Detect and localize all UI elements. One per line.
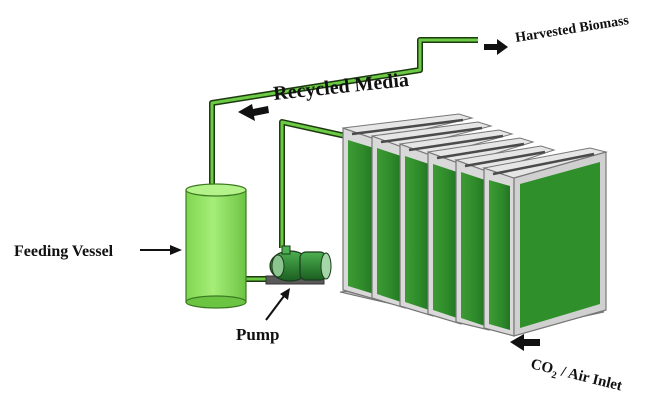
recycled-media-arrow	[238, 104, 269, 121]
co2-subscript: 2	[550, 370, 558, 382]
reactor-panel	[482, 147, 608, 337]
reactor-panel	[454, 145, 556, 331]
harvested-biomass-arrow	[484, 39, 508, 55]
reactor-panel	[371, 121, 493, 309]
co2-text: CO	[529, 356, 555, 377]
reactor-panel	[427, 137, 535, 325]
recycled-media-label: Recycled Media	[272, 69, 410, 105]
reactor-panel	[342, 113, 474, 301]
air-inlet-text: / Air Inlet	[556, 363, 624, 394]
flat-panel-photobioreactor	[339, 113, 608, 337]
co2-inlet-arrow	[510, 334, 540, 351]
co2-air-inlet-label: CO2 / Air Inlet	[528, 356, 623, 397]
pump	[265, 245, 332, 285]
feeding-vessel-label: Feeding Vessel	[14, 243, 114, 260]
feeding-vessel-arrow	[140, 245, 182, 255]
pump-arrow	[265, 288, 290, 321]
pump-label: Pump	[236, 325, 279, 344]
harvested-biomass-label: Harvested Biomass	[514, 13, 630, 46]
reactor-top-manifold	[351, 118, 595, 176]
feeding-vessel	[185, 183, 247, 309]
recycled-media-pipe	[209, 37, 478, 188]
